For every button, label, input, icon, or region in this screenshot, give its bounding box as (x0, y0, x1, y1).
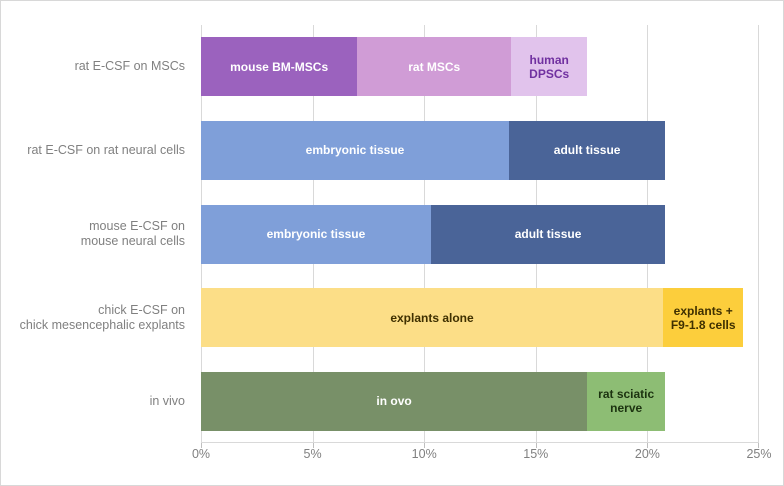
bar-row[interactable]: in ovo rat sciatic nerve (201, 371, 666, 431)
bar-segment-label: adult tissue (553, 143, 621, 158)
x-tick-label: 25% (746, 447, 772, 461)
y-axis-category-labels: rat E-CSF on MSCs rat E-CSF on rat neural… (1, 25, 193, 443)
bar-segment-label: adult tissue (514, 227, 582, 241)
tick-mark-25% (758, 443, 759, 448)
x-tick-label: 15% (523, 447, 549, 461)
y-axis-category-label-line: chick E-CSF on (98, 302, 185, 317)
y-axis-category-label-line: rat E-CSF on rat neural cells (27, 142, 185, 157)
bar-segment-label: explants + F9-1.8 cells (670, 303, 736, 332)
y-axis-category-label-line: in vivo (149, 393, 185, 408)
bar-segment-label: embryonic tissue (305, 143, 405, 158)
plot-area: mouse BM-MSCs rat MSCs human DPSCs embryoni… (201, 25, 759, 448)
tick-mark-10% (424, 443, 426, 448)
y-axis-category-label: rat E-CSF on MSCs (1, 25, 185, 109)
x-tick-label: 10% (411, 447, 437, 461)
y-axis-category-label-line: chick mesencephalic explants (19, 317, 185, 332)
bar-segment[interactable]: adult tissue (430, 204, 666, 264)
y-axis-category-label: in vivo (1, 359, 185, 443)
bar-row[interactable]: embryonic tissue adult tissue (201, 120, 666, 180)
x-tick-label: 20% (634, 447, 660, 461)
bar-segment[interactable]: adult tissue (509, 120, 666, 180)
bar-segment[interactable]: explants + F9-1.8 cells (663, 288, 744, 348)
gridline-25% (758, 25, 759, 443)
bar-row[interactable]: explants alone explants + F9-1.8 cells (201, 288, 744, 348)
bar-segment-label: rat sciatic nerve (598, 387, 655, 416)
y-axis-category-label-line: rat E-CSF on MSCs (74, 59, 185, 74)
x-tick-label: 0% (191, 447, 211, 461)
bar-row[interactable]: embryonic tissue adult tissue (201, 204, 666, 264)
bar-segment[interactable]: rat MSCs (357, 37, 512, 97)
bar-segment-label: mouse BM-MSCs (230, 59, 329, 74)
bar-segment-label: embryonic tissue (266, 227, 366, 241)
bar-segment[interactable]: explants alone (201, 288, 664, 348)
bar-segment-label: in ovo (376, 394, 412, 409)
x-axis-tick-labels: 0% 5% 10% 15% 20% 25% (192, 447, 772, 469)
bar-segment-label: explants alone (390, 310, 474, 325)
bar-segment[interactable]: embryonic tissue (201, 204, 431, 264)
bar-segment-label: rat MSCs (408, 59, 461, 74)
tick-mark-5% (312, 443, 314, 448)
x-axis-line (201, 442, 759, 443)
y-axis-category-label-line: mouse neural cells (80, 233, 185, 248)
bar-segment[interactable]: in ovo (201, 371, 588, 431)
y-axis-category-label: rat E-CSF on rat neural cells (1, 109, 185, 193)
bar-row[interactable]: mouse BM-MSCs rat MSCs human DPSCs (201, 37, 588, 97)
bar-segment[interactable]: mouse BM-MSCs (201, 37, 358, 97)
bar-segment[interactable]: human DPSCs (511, 37, 588, 97)
bar-segment-label: human DPSCs (529, 52, 570, 81)
tick-mark-20% (647, 443, 649, 448)
bar-segment[interactable]: rat sciatic nerve (587, 371, 666, 431)
tick-mark-15% (535, 443, 537, 448)
bar-segment[interactable]: embryonic tissue (201, 120, 510, 180)
tick-mark-0% (201, 443, 202, 448)
y-axis-category-label-line: mouse E-CSF on (89, 218, 185, 233)
x-tick-label: 5% (303, 447, 322, 461)
